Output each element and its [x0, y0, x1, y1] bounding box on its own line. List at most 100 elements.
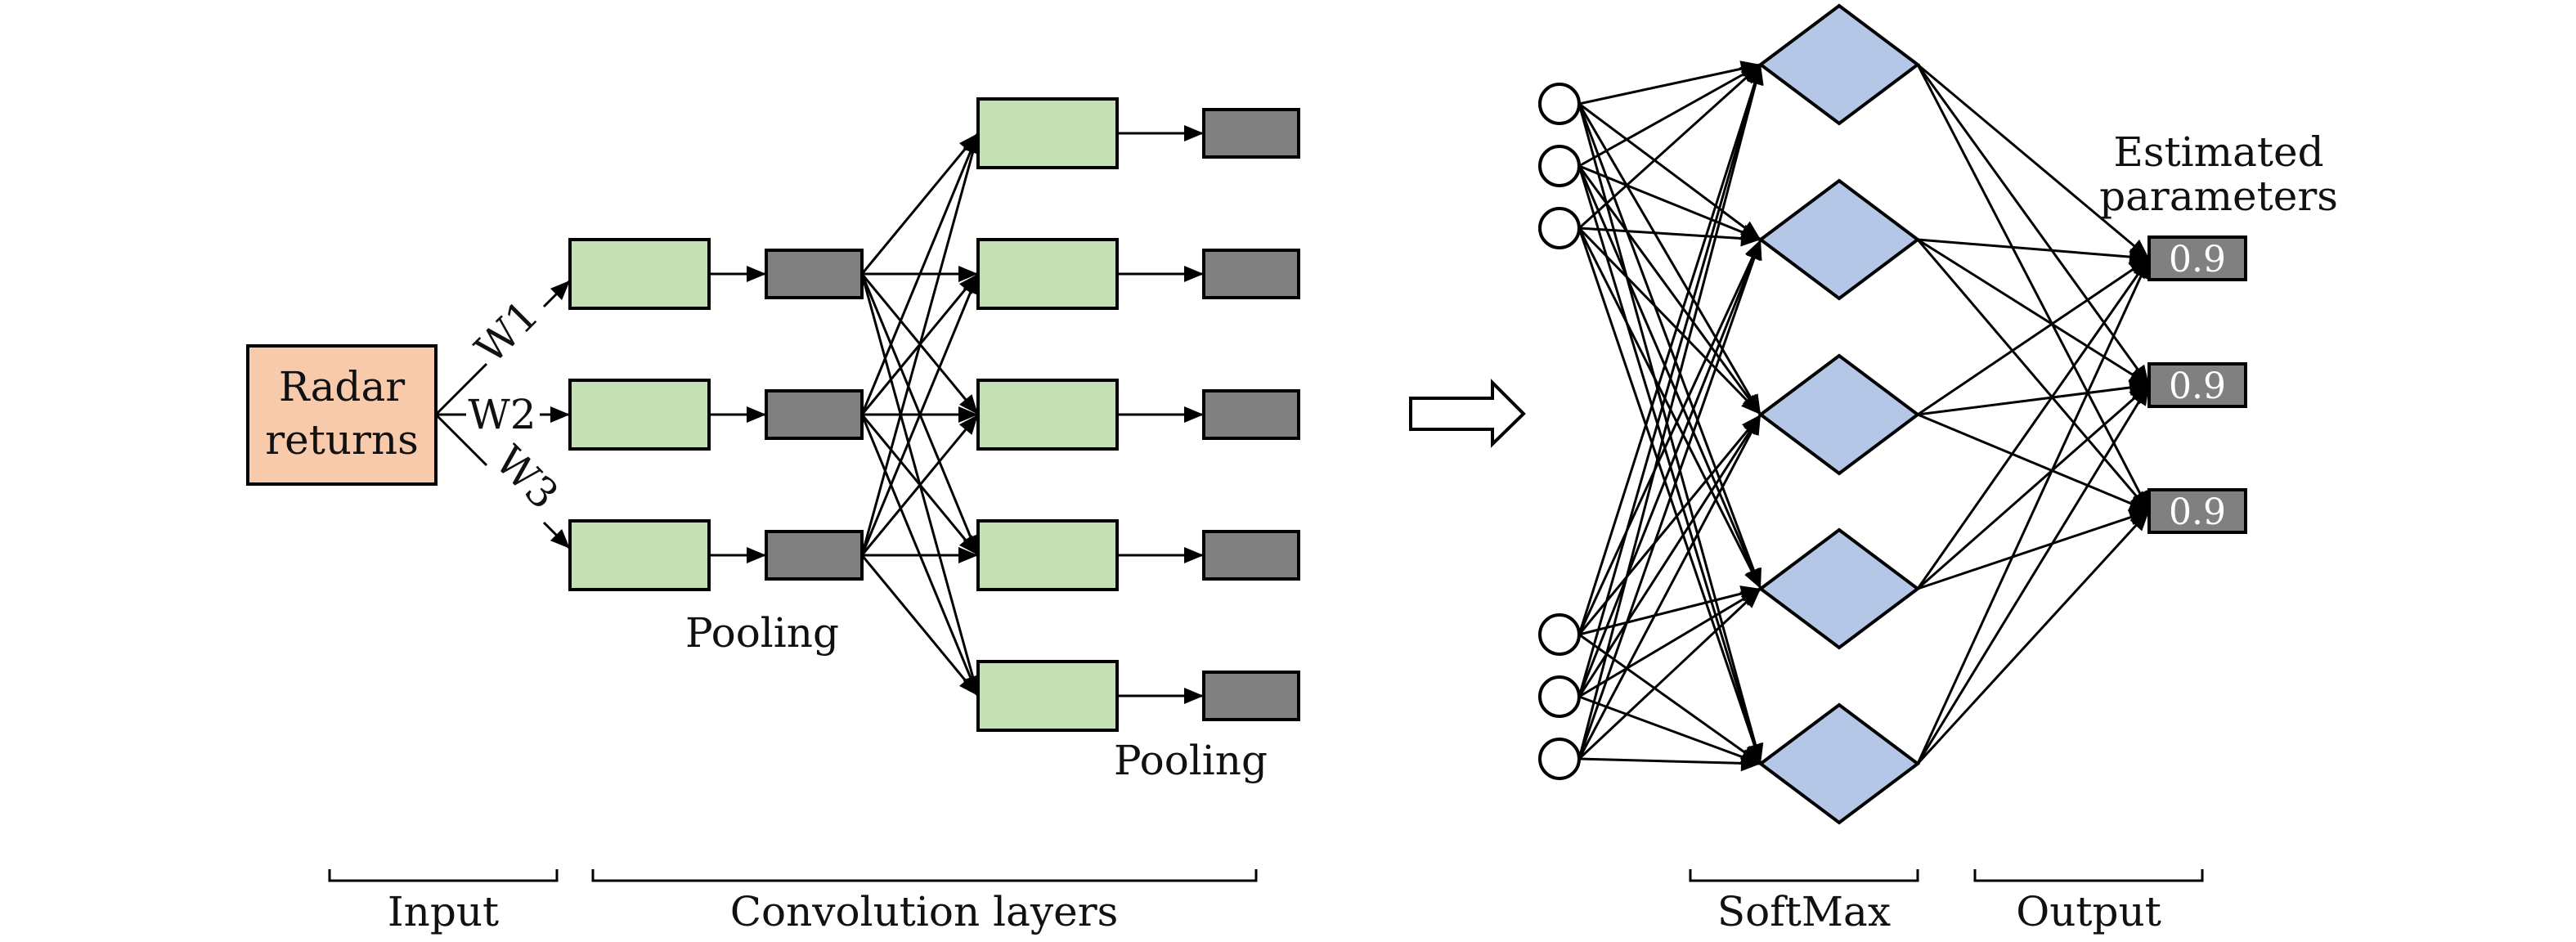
section-label-output: Output	[2016, 888, 2161, 935]
softmax-5-to-output-3-edge	[1916, 509, 2151, 765]
pool1-1-to-conv2-2-edge-arrowhead	[958, 266, 978, 282]
conv2-to-pool2-edge-3-arrowhead	[1184, 406, 1204, 423]
input-4-to-softmax-1-edge	[1577, 64, 1762, 635]
softmax-5-to-output-1-edge	[1916, 258, 2151, 765]
input-1-to-softmax-3-edge	[1577, 103, 1762, 415]
output-value-2: 0.9	[2169, 366, 2226, 407]
pool2-feature-map-4	[1202, 530, 1300, 581]
pool1-feature-map-1	[765, 249, 864, 299]
dense-input-node-2	[1538, 145, 1581, 187]
labels: Radar returns W1 W2 W3 Pooling Pooling E…	[265, 128, 2338, 784]
input-6-to-softmax-3-edge	[1577, 414, 1762, 760]
pool1-3-to-conv2-3-edge-arrowhead	[959, 415, 978, 435]
softmax-1-to-output-1-edge-arrowhead	[2129, 239, 2149, 258]
conv2-feature-map-2	[976, 238, 1119, 310]
softmax-1-to-output-2-edge	[1916, 64, 2151, 386]
estimated-parameters-label-line1: Estimated	[2113, 128, 2323, 176]
input-6-to-softmax-5-edge	[1578, 757, 1761, 765]
dense-input-node-1	[1538, 83, 1581, 125]
input-6-to-softmax-1-edge	[1577, 64, 1762, 760]
dense-input-node-5	[1538, 675, 1581, 718]
input-1-to-softmax-1-edge	[1578, 63, 1761, 105]
input-1-to-softmax-5-edge	[1577, 103, 1762, 765]
pool1-3-to-conv2-4-edge-arrowhead	[958, 547, 978, 563]
pool2-feature-map-2	[1202, 249, 1300, 299]
input-2-to-softmax-1-edge	[1578, 63, 1761, 168]
softmax-4-to-output-1-edge	[1916, 258, 2151, 590]
conv2-to-pool2-edge-2-arrowhead	[1184, 266, 1204, 282]
input-6-to-softmax-5-edge-arrowhead	[1740, 755, 1761, 772]
softmax-node-1	[1757, 3, 1921, 126]
bracket-softmax	[1689, 869, 1919, 882]
conv1-feature-map-2	[568, 379, 711, 451]
softmax-2-to-output-2-edge	[1917, 238, 2150, 387]
softmax-3-to-output-1-edge	[1917, 257, 2150, 416]
pool1-2-to-conv2-4-edge-arrowhead	[959, 535, 978, 555]
input-node-label-line2: returns	[265, 416, 419, 464]
input-3-to-softmax-1-edge	[1577, 63, 1762, 230]
nodes	[246, 3, 2247, 825]
softmax-2-to-output-3-edge	[1916, 239, 2151, 512]
weight-label-w3: W3	[486, 437, 568, 518]
pool1-3-to-conv2-1-edge	[860, 132, 980, 556]
pool1-3-to-conv2-5-edge	[860, 554, 980, 697]
input-5-to-softmax-4-edge	[1578, 587, 1761, 698]
input-6-to-softmax-3-edge-arrowhead	[1744, 415, 1761, 436]
section-label-convolution: Convolution layers	[730, 888, 1119, 935]
softmax-5-to-output-3-edge-arrowhead	[2129, 511, 2149, 532]
input-4-to-softmax-2-edge	[1577, 239, 1762, 635]
output-value-1: 0.9	[2169, 239, 2226, 280]
input-3-to-softmax-2-edge-arrowhead	[1740, 230, 1761, 247]
output-node-1	[2147, 236, 2247, 281]
input-2-to-softmax-3-edge	[1577, 165, 1762, 415]
conv2-feature-map-4	[976, 519, 1119, 591]
pool1-2-to-conv2-3-edge-arrowhead	[958, 406, 978, 423]
section-label-softmax: SoftMax	[1717, 888, 1891, 935]
input-4-to-softmax-3-edge	[1577, 414, 1762, 635]
input-3-to-softmax-3-edge	[1577, 227, 1762, 416]
softmax-3-to-output-2-edge	[1917, 384, 2150, 416]
conv2-feature-map-5	[976, 660, 1119, 732]
output-node-2	[2147, 362, 2247, 408]
softmax-2-to-output-2-edge-arrowhead	[2128, 367, 2149, 385]
softmax-1-to-output-3-edge	[1916, 64, 2151, 512]
pool1-3-to-conv2-5-edge-arrowhead	[959, 675, 978, 696]
softmax-node-5	[1757, 702, 1921, 825]
conv2-to-pool2-edge-4-arrowhead	[1184, 547, 1204, 563]
dense-input-node-6	[1538, 738, 1581, 780]
input-5-to-softmax-3-edge	[1577, 414, 1762, 698]
pool1-feature-map-2	[765, 389, 864, 440]
dense-input-node-3	[1538, 207, 1581, 249]
softmax-node-3	[1757, 353, 1921, 476]
weight-label-w1: W1	[466, 291, 548, 373]
pool1-1-to-conv2-3-edge-arrowhead	[959, 394, 978, 415]
input-3-to-softmax-3-edge-arrowhead	[1741, 394, 1761, 415]
softmax-5-to-output-1-edge-arrowhead	[2133, 258, 2149, 280]
bracket-output	[1973, 869, 2204, 882]
conv2-to-pool2-edge-1-arrowhead	[1184, 125, 1204, 141]
softmax-node-2	[1757, 178, 1921, 301]
softmax-5-to-output-2-edge	[1916, 384, 2151, 765]
softmax-node-4	[1757, 527, 1921, 650]
pool1-2-to-conv2-1-edge	[860, 132, 980, 415]
input-5-to-softmax-1-edge	[1577, 64, 1762, 698]
input-node-label-line1: Radar	[279, 363, 405, 410]
softmax-2-to-output-1-edge	[1917, 238, 2150, 260]
bracket-input	[328, 869, 559, 882]
bracket-convolution	[591, 869, 1258, 882]
input-6-to-softmax-2-edge	[1577, 239, 1762, 760]
conv2-to-pool2-edge-5-arrowhead	[1184, 688, 1204, 704]
weight-label-w2: W2	[468, 391, 536, 438]
input-1-to-softmax-2-edge	[1578, 102, 1761, 241]
input-2-to-softmax-2-edge	[1578, 164, 1761, 241]
dense-input-node-4	[1538, 613, 1581, 656]
weight-edge-w1-tail-arrowhead	[550, 280, 570, 301]
estimated-parameters-label-line2: parameters	[2099, 173, 2338, 220]
section-label-input: Input	[388, 888, 499, 935]
pool2-feature-map-5	[1202, 671, 1300, 721]
input-node-radar-returns	[246, 344, 438, 486]
input-5-to-softmax-5-edge	[1578, 695, 1761, 765]
pool1-1-to-conv2-1-edge	[860, 132, 980, 275]
softmax-1-to-output-1-edge	[1917, 63, 2150, 260]
